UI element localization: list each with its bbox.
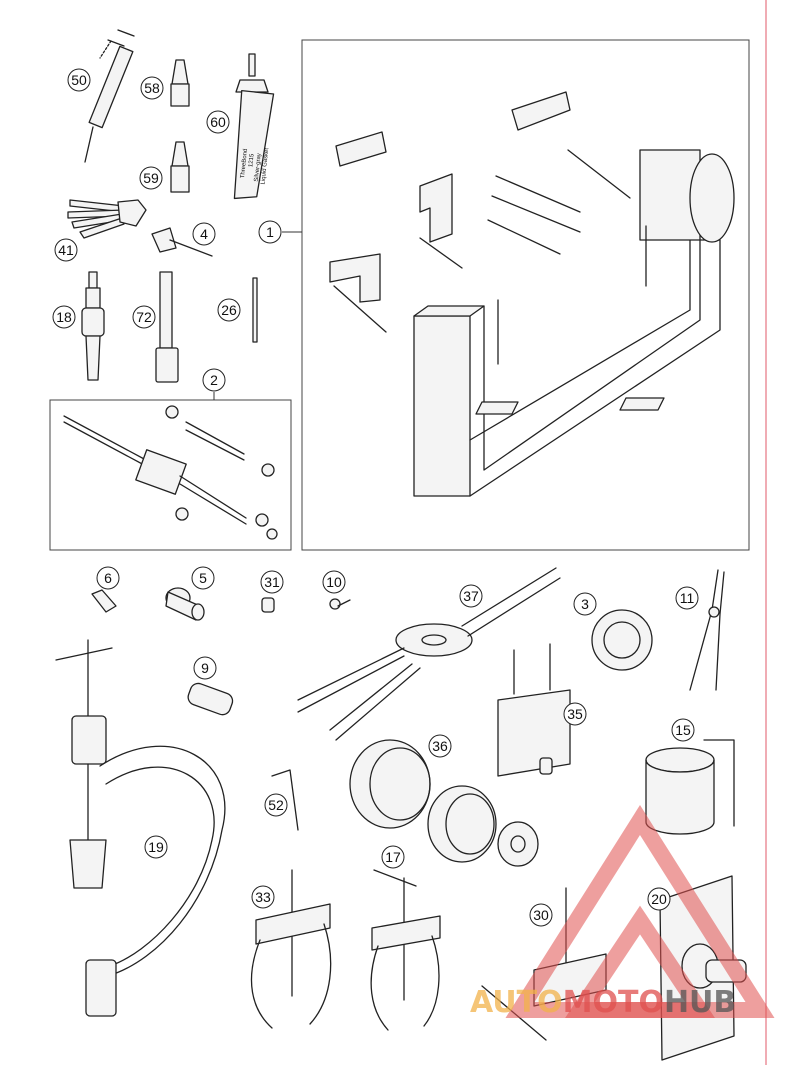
svg-text:11: 11 xyxy=(680,590,695,606)
callout-2: 2 xyxy=(202,368,226,392)
svg-text:20: 20 xyxy=(651,891,667,907)
callout-15: 15 xyxy=(671,718,695,742)
svg-text:26: 26 xyxy=(221,302,237,318)
callout-1: 1 xyxy=(258,220,282,244)
svg-text:AUTOMOTOHUB: AUTOMOTOHUB xyxy=(470,985,736,1020)
engine-stand-1 xyxy=(329,91,735,497)
holder-37 xyxy=(297,567,561,741)
svg-text:15: 15 xyxy=(675,722,691,738)
callout-72: 72 xyxy=(132,305,156,329)
svg-text:52: 52 xyxy=(268,797,284,813)
tube-label-line2: 1215 xyxy=(248,153,255,168)
svg-text:19: 19 xyxy=(148,839,164,855)
callout-50: 50 xyxy=(67,68,91,92)
tube-label-line3: Silver-gray xyxy=(254,153,263,182)
adapter-9 xyxy=(187,682,234,716)
leader-lines xyxy=(213,231,302,400)
callout-11: 11 xyxy=(675,586,699,610)
puller-33 xyxy=(250,869,332,1029)
hex-key-52 xyxy=(271,769,299,831)
callout-26: 26 xyxy=(217,298,241,322)
valve-compressor-19 xyxy=(55,639,226,1017)
svg-text:36: 36 xyxy=(432,738,448,754)
callout-6: 6 xyxy=(96,566,120,590)
callout-10: 10 xyxy=(322,570,346,594)
callout-41: 41 xyxy=(54,238,78,262)
watermark-part-moto: MOTO xyxy=(563,985,664,1020)
screw-10 xyxy=(329,598,351,610)
frame-box-item-1 xyxy=(301,39,750,551)
tube-label-line1: ThreeBond xyxy=(240,148,249,178)
callout-60: 60 xyxy=(206,110,230,134)
frame-box-item-2 xyxy=(49,399,292,551)
callout-18: 18 xyxy=(52,305,76,329)
callout-20: 20 xyxy=(647,887,671,911)
ring-compressor-15 xyxy=(645,739,735,835)
svg-text:18: 18 xyxy=(56,309,72,325)
svg-text:41: 41 xyxy=(58,242,74,258)
svg-text:10: 10 xyxy=(326,574,342,590)
cone-6 xyxy=(91,589,117,613)
watermark-logo: AUTOMOTOHUB xyxy=(470,805,775,1020)
callout-59: 59 xyxy=(139,166,163,190)
callout-5: 5 xyxy=(191,566,215,590)
syringe-tool xyxy=(84,29,135,163)
svg-text:72: 72 xyxy=(136,309,152,325)
svg-text:5: 5 xyxy=(199,570,207,586)
callout-35: 35 xyxy=(563,702,587,726)
callout-9: 9 xyxy=(193,656,217,680)
callout-33: 33 xyxy=(251,885,275,909)
svg-text:33: 33 xyxy=(255,889,271,905)
pliers-11 xyxy=(689,569,725,691)
callout-4: 4 xyxy=(192,222,216,246)
bottle-59 xyxy=(170,141,190,193)
svg-text:31: 31 xyxy=(264,574,280,590)
pin-26 xyxy=(252,277,258,343)
svg-text:4: 4 xyxy=(200,226,208,242)
gear-3 xyxy=(591,609,653,671)
bottle-58 xyxy=(170,59,190,107)
svg-text:35: 35 xyxy=(567,706,583,722)
callout-37: 37 xyxy=(459,584,483,608)
screw-31 xyxy=(261,597,275,613)
callout-30: 30 xyxy=(529,903,553,927)
small-tool-4 xyxy=(151,227,213,257)
callout-36: 36 xyxy=(428,734,452,758)
svg-text:9: 9 xyxy=(201,660,209,676)
svg-text:6: 6 xyxy=(104,570,112,586)
svg-text:37: 37 xyxy=(463,588,479,604)
callout-19: 19 xyxy=(144,835,168,859)
callout-52: 52 xyxy=(264,793,288,817)
svg-text:30: 30 xyxy=(533,907,549,923)
watermark-part-hub: HUB xyxy=(664,985,736,1020)
svg-text:58: 58 xyxy=(144,80,160,96)
svg-text:60: 60 xyxy=(210,114,226,130)
tool-72 xyxy=(155,271,179,383)
tube-label-line4: Liquid Gasket xyxy=(260,147,270,184)
callout-17: 17 xyxy=(381,845,405,869)
svg-text:3: 3 xyxy=(581,596,589,612)
svg-text:59: 59 xyxy=(143,170,159,186)
svg-text:2: 2 xyxy=(210,372,218,388)
sealant-tube: ThreeBond 1215 Silver-gray Liquid Gasket xyxy=(233,53,275,200)
callout-58: 58 xyxy=(140,76,164,100)
callout-31: 31 xyxy=(260,570,284,594)
rings-36 xyxy=(349,739,539,867)
plate-35 xyxy=(497,643,571,777)
svg-text:1: 1 xyxy=(266,224,274,240)
callout-3: 3 xyxy=(573,592,597,616)
cylinder-5 xyxy=(165,587,205,621)
watermark-part-auto: AUTO xyxy=(470,985,563,1020)
slide-hammer xyxy=(81,271,105,381)
puller-17 xyxy=(370,869,441,1031)
svg-text:17: 17 xyxy=(385,849,401,865)
svg-text:50: 50 xyxy=(71,72,87,88)
feeler-gauge xyxy=(67,199,147,239)
assembly-2 xyxy=(63,405,278,540)
